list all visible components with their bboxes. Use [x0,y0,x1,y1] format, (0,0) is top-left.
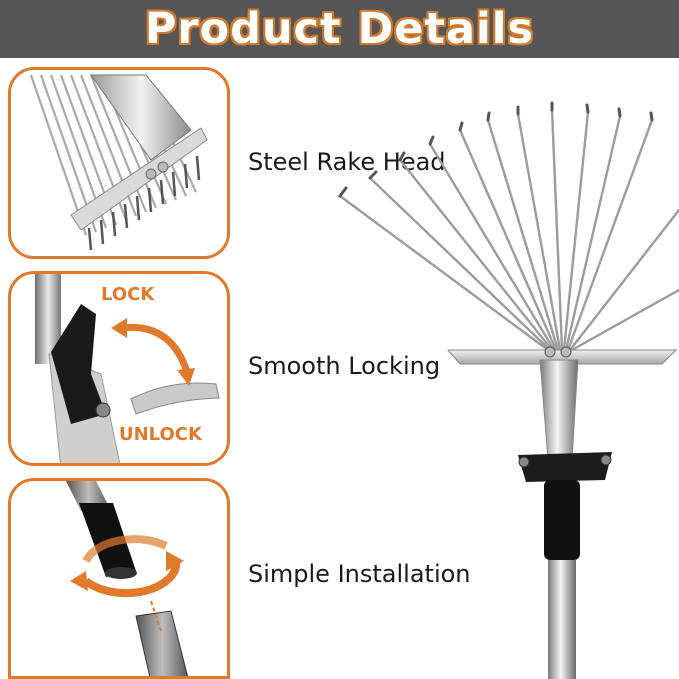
lock-unlock-arrow-icon [111,318,195,386]
header-bar: Product Details [0,0,679,58]
rake-product-image [338,101,679,679]
rake-head-closeup-image [29,74,208,251]
feature-label-simple-installation: Simple Installation [248,560,471,588]
lock-callout: LOCK [101,284,155,305]
unlock-callout: UNLOCK [119,424,202,445]
rake-head-detail-panel [8,67,230,259]
rake-tines [338,108,679,352]
rake-clamp [518,452,612,482]
rotate-arrow-icon [70,535,184,598]
feature-label-steel-rake-head: Steel Rake Head [248,148,446,176]
rake-grip-collar [544,480,580,560]
installation-image [66,481,188,676]
locking-detail-panel: LOCK UNLOCK [8,271,230,466]
rake-handle [548,560,576,679]
installation-detail-panel [8,478,230,679]
page-title: Product Details [144,4,535,54]
feature-label-smooth-locking: Smooth Locking [248,352,441,380]
locking-mechanism-image [35,274,220,463]
rake-cross-plate [446,349,678,365]
